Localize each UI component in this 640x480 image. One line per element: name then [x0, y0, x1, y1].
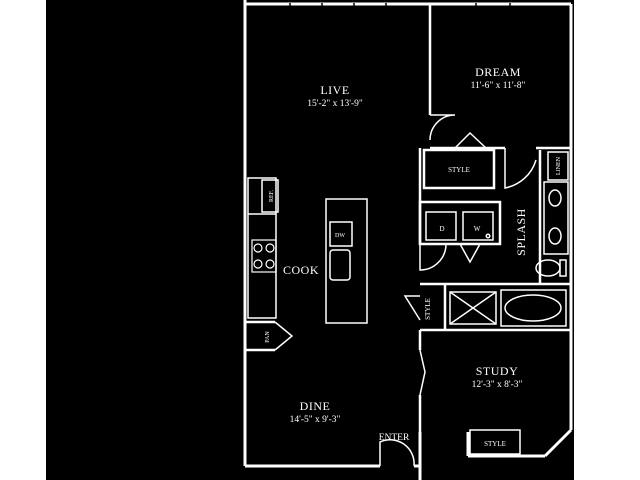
- linen-label: LINEN: [556, 156, 562, 175]
- room-dims-study: 12'-3" x 8'-3": [472, 380, 523, 390]
- pantry-label: PAN: [265, 331, 271, 343]
- room-name-cook: COOK: [283, 263, 319, 277]
- laundry: [425, 211, 494, 241]
- room-dims-dream: 11'-6" x 11'-8": [471, 81, 526, 91]
- closet-label-top: STYLE: [448, 166, 470, 174]
- closet-label-bottom: STYLE: [484, 440, 506, 448]
- walls: [243, 0, 573, 480]
- study-closet: [469, 429, 521, 455]
- closet-label-mid: STYLE: [424, 298, 432, 320]
- door-swings: [274, 114, 537, 467]
- ref-label: REF.: [269, 189, 275, 202]
- vanity: [543, 181, 569, 255]
- room-name-splash: SPLASH: [514, 208, 528, 256]
- room-dims-dine: 14'-5" x 9'-3": [290, 415, 341, 425]
- room-name-study: STUDY: [476, 364, 519, 378]
- dryer-label: D: [439, 225, 444, 233]
- entry-label: ENTER: [379, 433, 410, 443]
- linen-closet: [547, 151, 569, 181]
- room-name-dine: DINE: [300, 399, 331, 413]
- room-name-live: LIVE: [320, 83, 349, 97]
- top-windows: [289, 3, 511, 6]
- dishwasher-label: DW: [335, 233, 345, 239]
- bathtub: [500, 289, 567, 327]
- room-dims-live: 15'-2" x 13'-9": [307, 99, 363, 109]
- kitchen-island: [325, 198, 368, 324]
- fridge: [261, 179, 279, 213]
- room-name-dream: DREAM: [475, 65, 521, 79]
- toilet: [535, 259, 567, 277]
- stove: [251, 239, 277, 273]
- shower: [449, 291, 497, 325]
- washer-label: W: [474, 225, 481, 233]
